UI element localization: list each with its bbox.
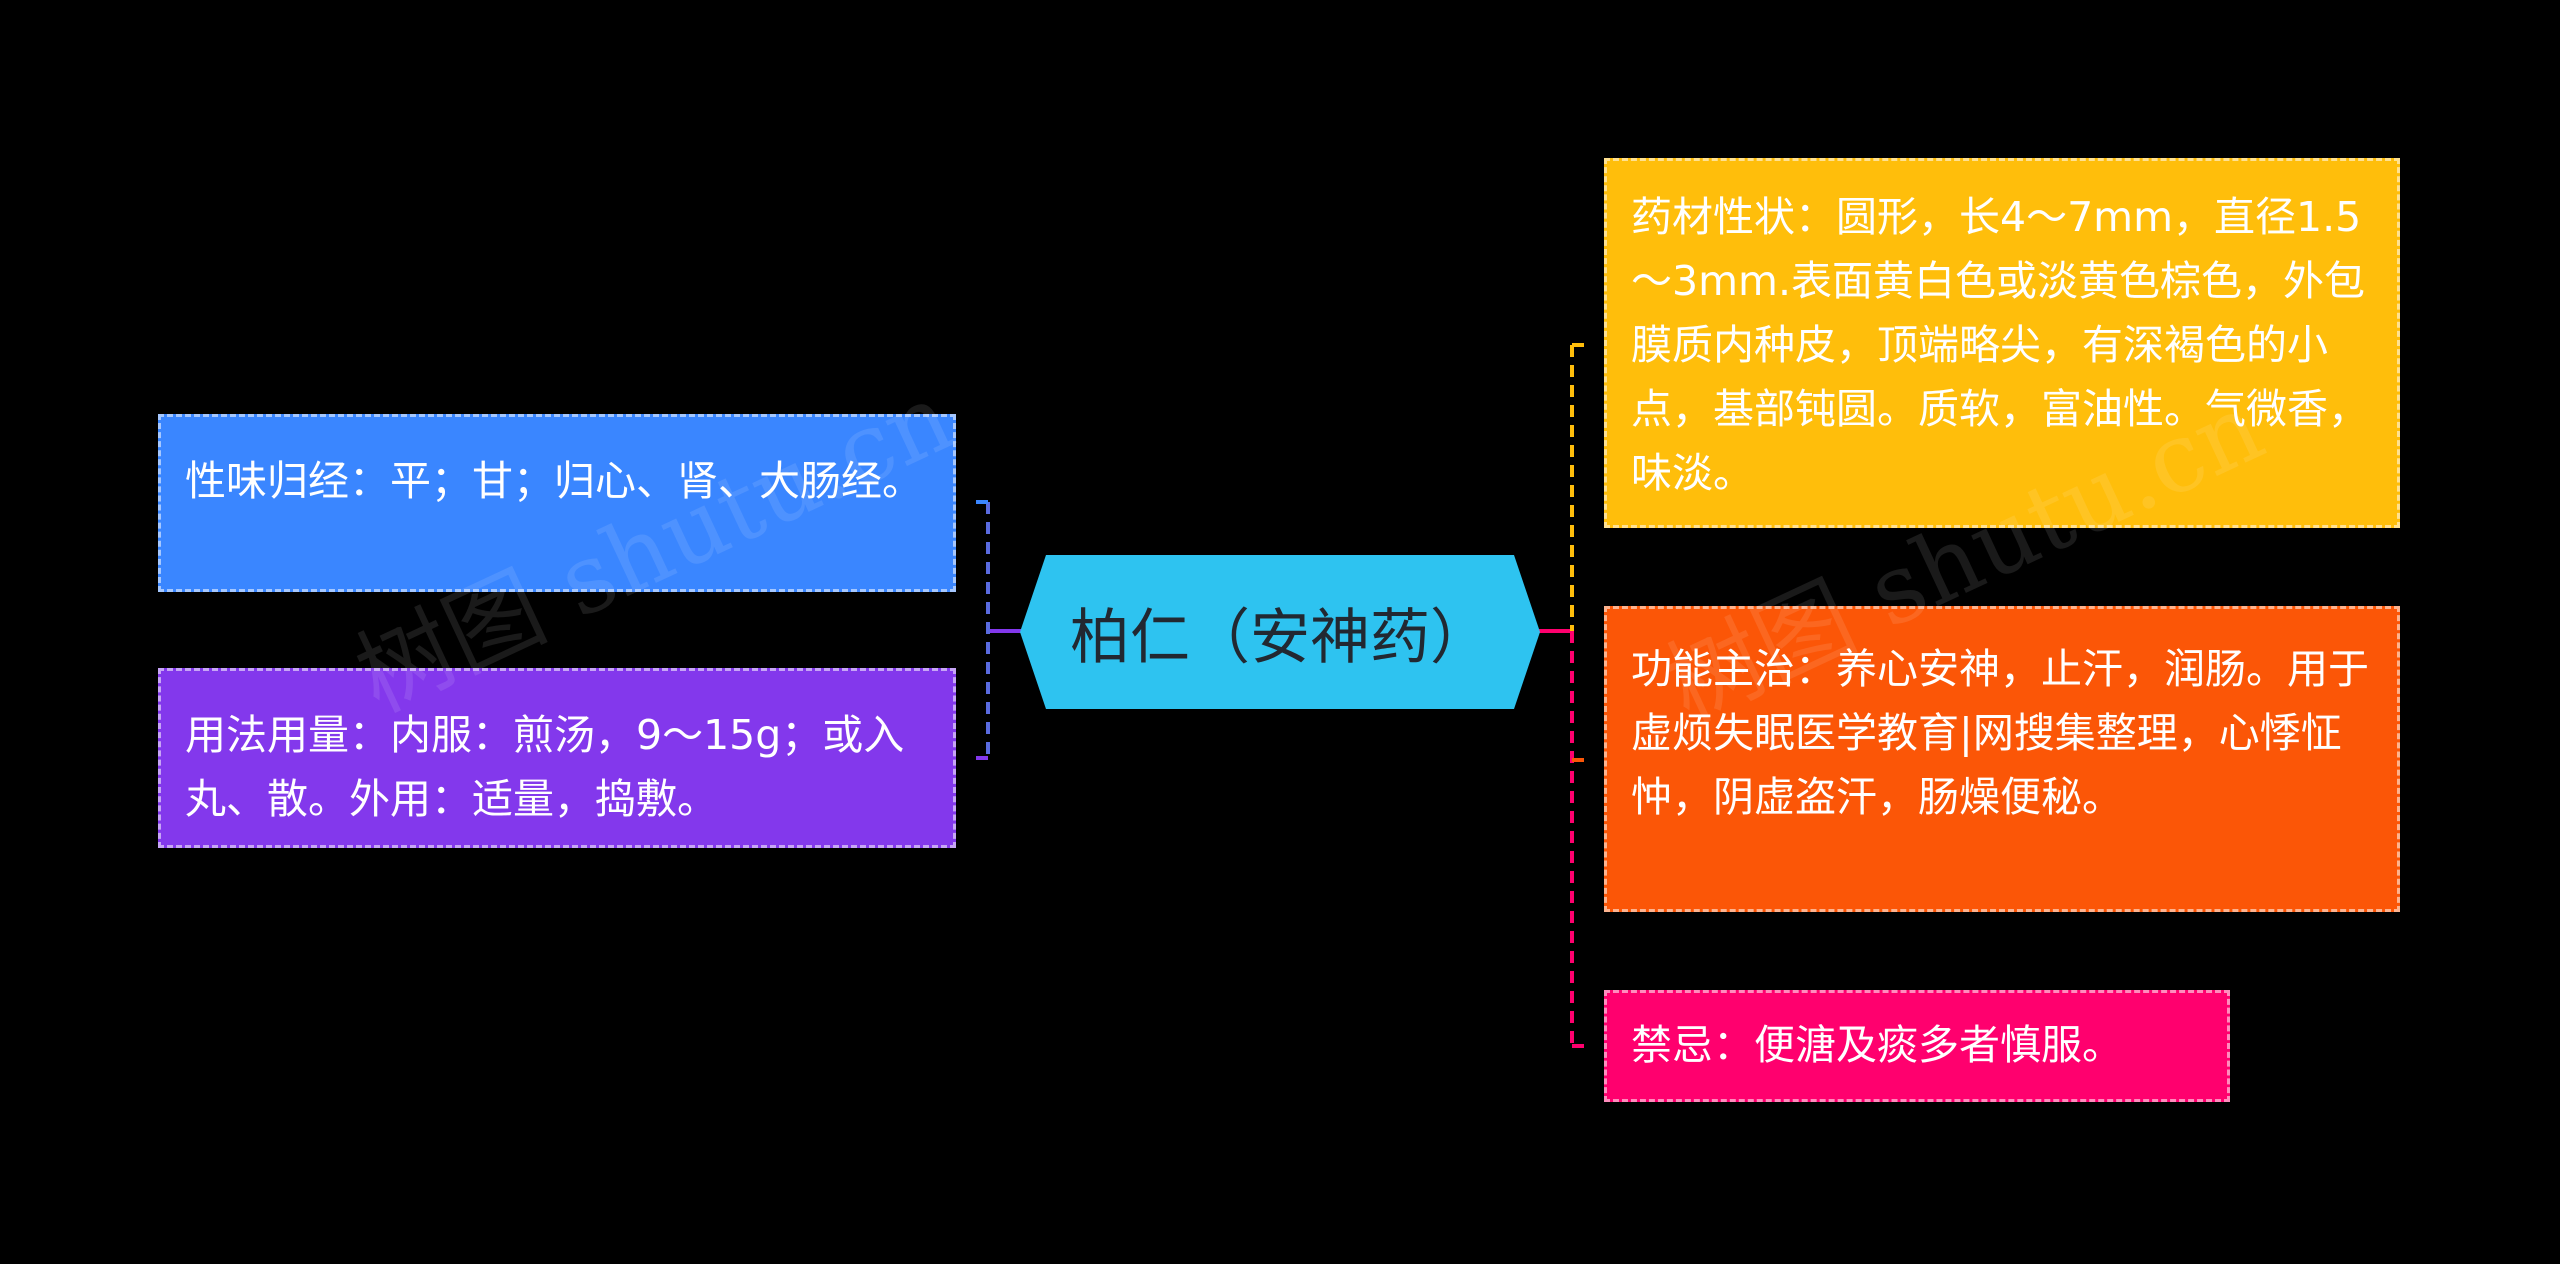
node-herb-properties-text: 药材性状：圆形，长4～7mm，直径1.5～3mm.表面黄白色或淡黄色棕色，外包膜…: [1631, 193, 2369, 497]
central-topic-label: 柏仁（安神药）: [1070, 602, 1490, 673]
node-herb-properties[interactable]: 药材性状：圆形，长4～7mm，直径1.5～3mm.表面黄白色或淡黄色棕色，外包膜…: [1604, 158, 2400, 528]
node-usage-dosage-text: 用法用量：内服：煎汤，9～15g；或入丸、散。外用：适量，捣敷。: [185, 711, 905, 823]
node-taste-meridian[interactable]: 性味归经：平；甘；归心、肾、大肠经。: [158, 414, 956, 592]
node-contraindications-text: 禁忌：便溏及痰多者慎服。: [1631, 1021, 2123, 1069]
node-functions-text: 功能主治：养心安神，止汗，润肠。用于虚烦失眠医学教育|网搜集整理，心悸怔忡，阴虚…: [1631, 645, 2369, 821]
node-usage-dosage[interactable]: 用法用量：内服：煎汤，9～15g；或入丸、散。外用：适量，捣敷。: [158, 668, 956, 848]
node-taste-meridian-text: 性味归经：平；甘；归心、肾、大肠经。: [185, 457, 923, 505]
node-contraindications[interactable]: 禁忌：便溏及痰多者慎服。: [1604, 990, 2230, 1102]
central-topic[interactable]: 柏仁（安神药）: [1020, 555, 1540, 709]
node-functions[interactable]: 功能主治：养心安神，止汗，润肠。用于虚烦失眠医学教育|网搜集整理，心悸怔忡，阴虚…: [1604, 606, 2400, 912]
